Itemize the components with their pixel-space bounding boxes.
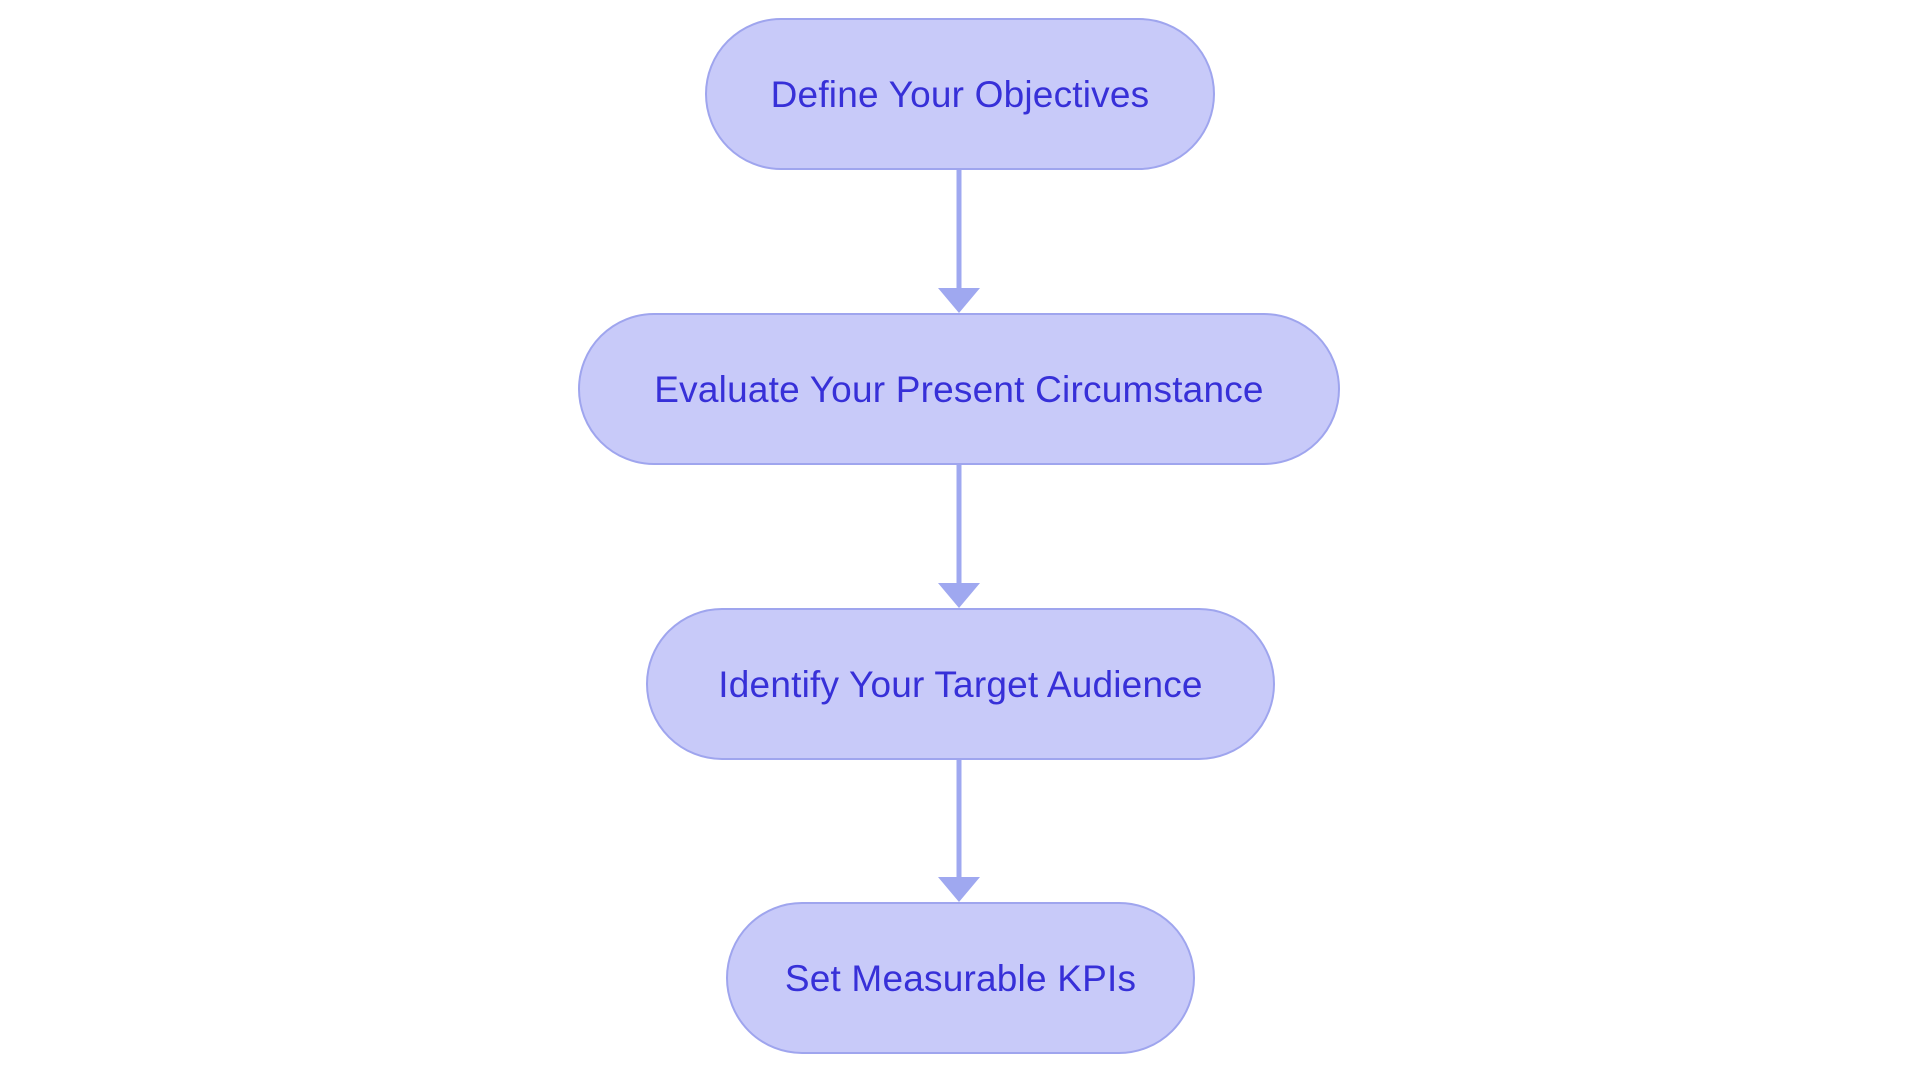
flowchart-node-set-measurable-kpis[interactable]: Set Measurable KPIs bbox=[726, 902, 1195, 1054]
flowchart-node-identify-your-target-audience[interactable]: Identify Your Target Audience bbox=[646, 608, 1275, 760]
node-label: Identify Your Target Audience bbox=[718, 663, 1203, 705]
edge-n3-to-n4 bbox=[938, 760, 980, 902]
flowchart-node-define-your-objectives[interactable]: Define Your Objectives bbox=[705, 18, 1215, 170]
edge-n2-to-n3 bbox=[938, 465, 980, 608]
edge-n1-to-n2 bbox=[938, 170, 980, 313]
node-label: Evaluate Your Present Circumstance bbox=[654, 368, 1264, 410]
node-label: Define Your Objectives bbox=[770, 73, 1150, 115]
node-label: Set Measurable KPIs bbox=[784, 957, 1137, 999]
flowchart-node-evaluate-your-present-circumstance[interactable]: Evaluate Your Present Circumstance bbox=[578, 313, 1340, 465]
